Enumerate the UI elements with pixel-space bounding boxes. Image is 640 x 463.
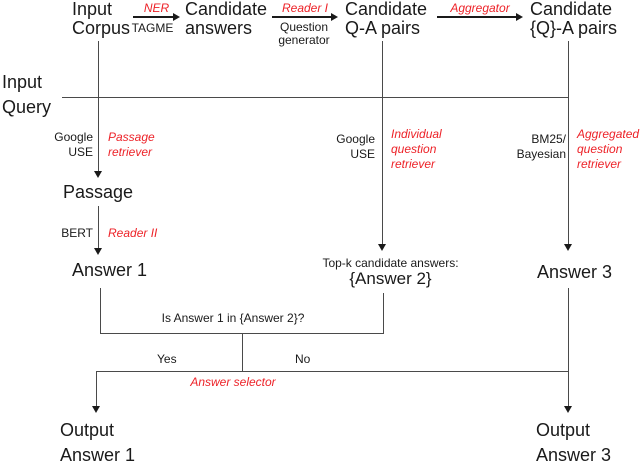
node-candidate-answers-line2: answers xyxy=(185,18,253,38)
node-input-query-line2: Query xyxy=(2,97,52,117)
node-answer-1: Answer 1 xyxy=(72,260,148,280)
arrow-aggregator-head-icon xyxy=(516,13,523,21)
module-individual-question-retriever: Individual question retriever xyxy=(391,127,442,172)
bm25-line1: BM25/ xyxy=(531,132,566,146)
edge-tool-tagme: TAGME xyxy=(131,21,174,35)
yes-to-output1-arrowhead-icon xyxy=(92,406,100,413)
arrow-ner-head-icon xyxy=(173,13,180,21)
node-answer-3: Answer 3 xyxy=(537,262,613,282)
aggregated-retriever-line3: retriever xyxy=(577,157,622,171)
tool-google-use-left: Google USE xyxy=(48,130,93,160)
edge-label-ner: NER xyxy=(143,1,170,15)
arrow-reader-i-shaft xyxy=(272,16,331,18)
bm25-line2: Bayesian xyxy=(516,147,566,161)
node-input-corpus-line2: Corpus xyxy=(72,18,131,38)
node-answer-2: {Answer 2} xyxy=(349,269,432,288)
aggregated-retriever-line2: question xyxy=(577,142,623,156)
module-answer-selector: Answer selector xyxy=(190,375,276,389)
question-generator-line1: Question xyxy=(279,20,329,34)
node-output-answer-1: Output Answer 1 xyxy=(60,418,135,463)
individual-retriever-line1: Individual xyxy=(391,127,442,141)
google-use-left-line1: Google xyxy=(54,130,93,144)
corpus-to-passage-arrowhead-icon xyxy=(94,171,102,178)
node-input-corpus: Input Corpus xyxy=(72,0,130,38)
module-reader-ii: Reader II xyxy=(108,226,158,240)
node-input-query: Input Query xyxy=(2,70,51,120)
node-candidate-qa-pairs: Candidate Q-A pairs xyxy=(345,0,427,38)
edge-tool-question-generator: Question generator xyxy=(271,21,337,47)
node-input-corpus-line1: Input xyxy=(72,0,113,19)
tool-bm25-bayesian: BM25/ Bayesian xyxy=(516,132,566,162)
selector-branch-line xyxy=(96,371,569,372)
node-output-answer-3: Output Answer 3 xyxy=(536,418,611,463)
node-input-query-line1: Input xyxy=(2,72,43,92)
qa-pairs-to-answer2-line xyxy=(382,41,383,244)
selector-condition-text: Is Answer 1 in {Answer 2}? xyxy=(161,311,305,325)
aggregated-retriever-line1: Aggregated xyxy=(577,127,640,141)
output-answer-3-line1: Output xyxy=(536,420,591,440)
node-candidate-qset-a-pairs-line1: Candidate xyxy=(530,0,613,19)
corpus-to-passage-line xyxy=(98,41,99,171)
passage-to-answer1-line xyxy=(98,206,99,248)
tool-google-use-mid: Google USE xyxy=(330,132,375,162)
individual-retriever-line2: question xyxy=(391,142,437,156)
qa-pairs-to-answer2-arrowhead-icon xyxy=(378,244,386,251)
branch-no-label: No xyxy=(295,352,311,366)
google-use-mid-line2: USE xyxy=(350,147,375,161)
selector-junction-line xyxy=(242,333,243,371)
question-generator-line2: generator xyxy=(278,33,330,47)
node-candidate-qa-pairs-line1: Candidate xyxy=(345,0,428,19)
node-candidate-qset-a-pairs-line2: {Q}-A pairs xyxy=(530,18,618,38)
edge-label-aggregator: Aggregator xyxy=(450,1,510,15)
qset-pairs-to-answer3-arrowhead-icon xyxy=(564,244,572,251)
tool-bert: BERT xyxy=(61,226,93,240)
node-candidate-qa-pairs-line2: Q-A pairs xyxy=(345,18,421,38)
passage-retriever-line1: Passage xyxy=(108,130,155,144)
node-candidate-answers-line1: Candidate xyxy=(185,0,268,19)
yes-to-output1-line xyxy=(96,371,97,406)
qset-pairs-to-answer3-line xyxy=(568,41,569,244)
arrow-aggregator-shaft xyxy=(437,16,516,18)
google-use-mid-line1: Google xyxy=(336,132,375,146)
branch-yes-label: Yes xyxy=(157,352,177,366)
caption-top-k-candidate-answers: Top-k candidate answers: xyxy=(322,256,459,270)
edge-label-reader-i: Reader I xyxy=(281,1,329,15)
google-use-left-line2: USE xyxy=(68,145,93,159)
node-candidate-answers: Candidate answers xyxy=(185,0,267,38)
node-candidate-qset-a-pairs: Candidate {Q}-A pairs xyxy=(530,0,617,38)
answer2-descender-line xyxy=(383,293,384,333)
input-query-line xyxy=(62,97,568,98)
output-answer-1-line2: Answer 1 xyxy=(60,445,136,463)
output-answer-1-line1: Output xyxy=(60,420,115,440)
passage-to-answer1-arrowhead-icon xyxy=(94,248,102,255)
arrow-ner-shaft xyxy=(133,16,173,18)
passage-retriever-line2: retriever xyxy=(108,145,153,159)
answer3-to-output3-line xyxy=(568,288,569,406)
arrow-reader-i-head-icon xyxy=(331,13,338,21)
node-passage: Passage xyxy=(63,182,134,202)
module-aggregated-question-retriever: Aggregated question retriever xyxy=(577,127,639,172)
answer1-descender-line xyxy=(100,288,101,333)
module-passage-retriever: Passage retriever xyxy=(108,130,155,160)
output-answer-3-line2: Answer 3 xyxy=(536,445,612,463)
answer3-to-output3-arrowhead-icon xyxy=(564,406,572,413)
individual-retriever-line3: retriever xyxy=(391,157,436,171)
